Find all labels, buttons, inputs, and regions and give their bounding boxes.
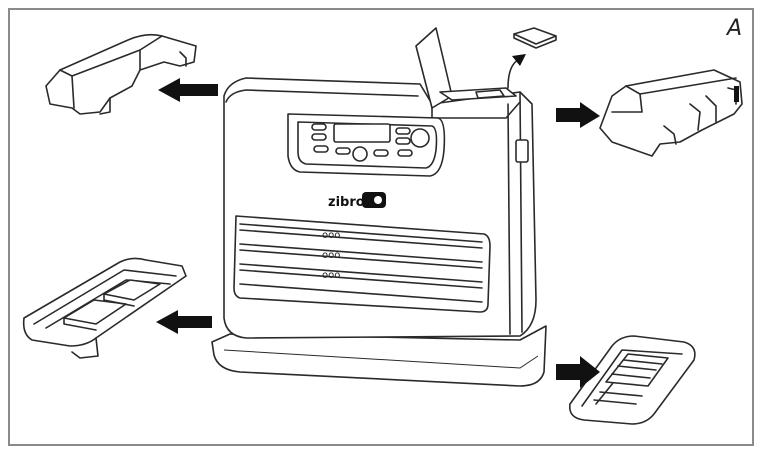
curved-arrow-head [512,54,526,66]
heater-base [211,325,547,387]
brand-logo: zibro [328,192,386,210]
side-handle [515,139,529,163]
svg-text:ooo: ooo [322,270,340,281]
bottom-left-foot [22,257,187,359]
bottom-right-foot [568,335,696,425]
panel-label: A [726,16,742,41]
tank-cap [513,27,557,49]
top-left-cover [45,33,197,115]
control-panel [287,113,446,177]
tank-lid [415,27,517,109]
front-grille: ooo ooo ooo [233,215,491,313]
arrow-top-right [556,102,600,128]
top-right-cover [599,69,743,157]
logo-text: zibro [328,195,365,210]
svg-text:ooo: ooo [322,230,340,241]
svg-text:ooo: ooo [322,250,340,261]
power-knob [352,146,368,162]
arrow-bottom-right [556,356,600,388]
arrow-top-left [158,78,218,102]
arrow-bottom-left [156,310,212,334]
curved-arrow [507,59,519,89]
display-screen [333,123,391,143]
dial-icon [410,128,430,148]
